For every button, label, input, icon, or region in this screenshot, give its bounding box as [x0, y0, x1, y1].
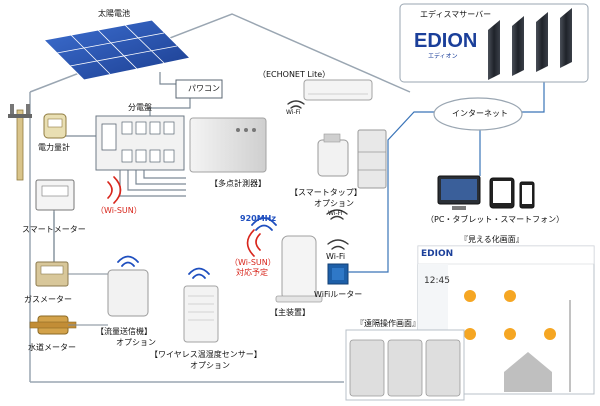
refrigerator-icon [357, 129, 387, 189]
smart-tap-option: オプション [314, 199, 354, 208]
wifi-router [327, 263, 349, 285]
remote-screen-label: 『遠隔操作画面』 [356, 319, 420, 328]
wisun-planned-status: 対応予定 [236, 268, 268, 277]
client-devices [437, 175, 535, 210]
devices-label: （PC・タブレット・スマートフォン） [426, 215, 565, 224]
main-unit [275, 235, 323, 303]
server-box [399, 3, 589, 83]
multipoint-meter-label: 【多点計測器】 [210, 179, 266, 188]
sensor-option: オプション [190, 361, 230, 370]
wisun-label: （Wi-SUN） [96, 206, 142, 215]
flow-transmitter [68, 269, 149, 326]
wireless-signal-blue [117, 217, 277, 279]
power-conditioner [175, 79, 223, 99]
distribution-board-label: 分電盤 [128, 103, 152, 112]
water-meter-label: 水道メーター [28, 343, 76, 352]
wireless-signal-red [107, 176, 261, 257]
smart-tap-label: 【スマートタップ】 [290, 188, 362, 197]
smart-meter-label: スマートメーター [22, 225, 86, 234]
utility-pole [8, 104, 32, 181]
edion-logo-sub: エディオン [428, 53, 458, 60]
wifi-router-label: WiFiルーター [314, 290, 363, 299]
echonet-label: （ECHONET Lite） [258, 70, 331, 79]
sensor-label: 【ワイヤレス温湿度センサー】 [150, 350, 262, 359]
power-conditioner-label: パワコン [188, 84, 220, 93]
solar-label: 太陽電池 [98, 9, 130, 18]
wireless-temp-humidity-sensor [183, 285, 219, 343]
wifi-tap-label: Wi-Fi [328, 210, 343, 217]
main-unit-label: 【主装置】 [270, 308, 310, 317]
flow-transmitter-label: 【流量送信機】 [96, 327, 152, 336]
server-label: エディスマサーバー [420, 10, 492, 19]
remote-control-screen [345, 329, 465, 401]
wisun-planned-label: （Wi-SUN） [230, 258, 276, 267]
internet-cloud [433, 97, 523, 131]
wifi-signal-icons [287, 100, 349, 250]
screen-logo: EDION [421, 249, 454, 259]
flow-transmitter-option: オプション [116, 338, 156, 347]
smart-meter [35, 179, 75, 211]
edion-logo: EDION [414, 30, 478, 52]
smart-tap [317, 133, 349, 177]
multipoint-meter [189, 117, 267, 173]
internet-label: インターネット [452, 109, 508, 118]
wifi-ac-label: Wi-Fi [286, 109, 301, 116]
power-meter [43, 113, 67, 139]
screen-time: 12:45 [424, 276, 450, 286]
air-conditioner-icon [303, 79, 373, 101]
gas-meter [35, 261, 69, 287]
power-meter-label: 電力量計 [38, 143, 70, 152]
solar-panel-array [42, 19, 192, 81]
wifi-label: Wi-Fi [326, 252, 346, 261]
gas-meter-label: ガスメーター [24, 295, 72, 304]
frequency-label: 920MHz [240, 214, 277, 223]
distribution-board [95, 115, 185, 171]
visualization-screen-label: 『見える化画面』 [460, 235, 524, 244]
